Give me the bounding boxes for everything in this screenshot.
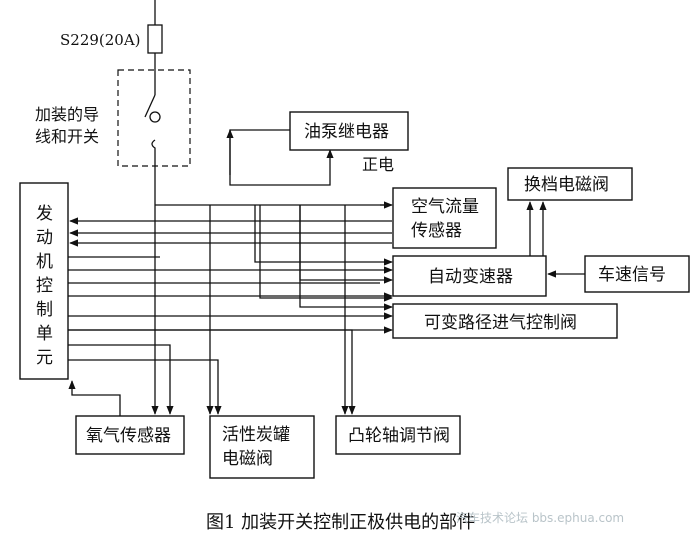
ecu-label-char: 元 xyxy=(36,348,53,368)
switch-label-line1: 加装的导 xyxy=(35,105,99,124)
positive-feed-wires xyxy=(151,201,393,415)
switch-group: 加装的导 线和开关 xyxy=(35,69,191,205)
canister-label-line2: 电磁阀 xyxy=(222,449,273,469)
camshaft-label: 凸轮轴调节阀 xyxy=(348,426,450,446)
speed-signal-label: 车速信号 xyxy=(598,265,666,285)
maf-label-line2: 传感器 xyxy=(411,221,462,241)
switch-contact xyxy=(149,111,161,123)
o2-sensor-label: 氧气传感器 xyxy=(86,426,171,446)
speed-signal-box: 车速信号 xyxy=(584,255,690,293)
ecu-label-char: 发 xyxy=(36,204,53,224)
intake-valve-label: 可变路径进气控制阀 xyxy=(424,313,577,333)
figure-caption: 图1 加装开关控制正极供电的部件 xyxy=(206,512,475,533)
fuel-pump-relay-label: 油泵继电器 xyxy=(304,122,389,142)
canister-box: 活性炭罐 电磁阀 xyxy=(209,415,315,479)
transmission-box: 自动变速器 xyxy=(392,255,547,297)
ecu-label-char: 控 xyxy=(36,276,53,296)
fuel-pump-feed: 正电 xyxy=(226,129,394,186)
positive-label: 正电 xyxy=(362,155,394,174)
maf-label-line1: 空气流量 xyxy=(411,197,479,217)
switch-label-line2: 线和开关 xyxy=(35,127,99,146)
watermark: 汽车技术论坛 bbs.ephua.com xyxy=(456,510,624,525)
fuse-label: S229(20A) xyxy=(60,31,141,49)
ecu-signal-lines xyxy=(68,217,393,416)
ecu-label-char: 制 xyxy=(36,300,53,320)
fuse-symbol xyxy=(147,24,163,54)
ecu-label-char: 机 xyxy=(36,252,53,272)
shift-solenoid-label: 换档电磁阀 xyxy=(524,175,609,195)
maf-box: 空气流量 传感器 xyxy=(392,187,497,249)
fuel-pump-relay-box: 油泵继电器 xyxy=(289,111,409,151)
canister-label-line1: 活性炭罐 xyxy=(222,425,290,445)
switch-blade xyxy=(144,94,156,118)
switch-dashed-box xyxy=(117,69,191,167)
transmission-label: 自动变速器 xyxy=(428,267,513,287)
intake-valve-box: 可变路径进气控制阀 xyxy=(392,303,618,339)
shift-solenoid-box: 换档电磁阀 xyxy=(507,167,633,201)
ecu-box: 发 动 机 控 制 单 元 xyxy=(19,182,69,380)
fuse-group: S229(20A) xyxy=(60,0,163,95)
camshaft-box: 凸轮轴调节阀 xyxy=(335,415,461,455)
ecu-label-char: 动 xyxy=(36,228,53,248)
transmission-links xyxy=(526,201,585,278)
ecu-label-char: 单 xyxy=(36,324,53,344)
o2-sensor-box: 氧气传感器 xyxy=(75,415,185,455)
